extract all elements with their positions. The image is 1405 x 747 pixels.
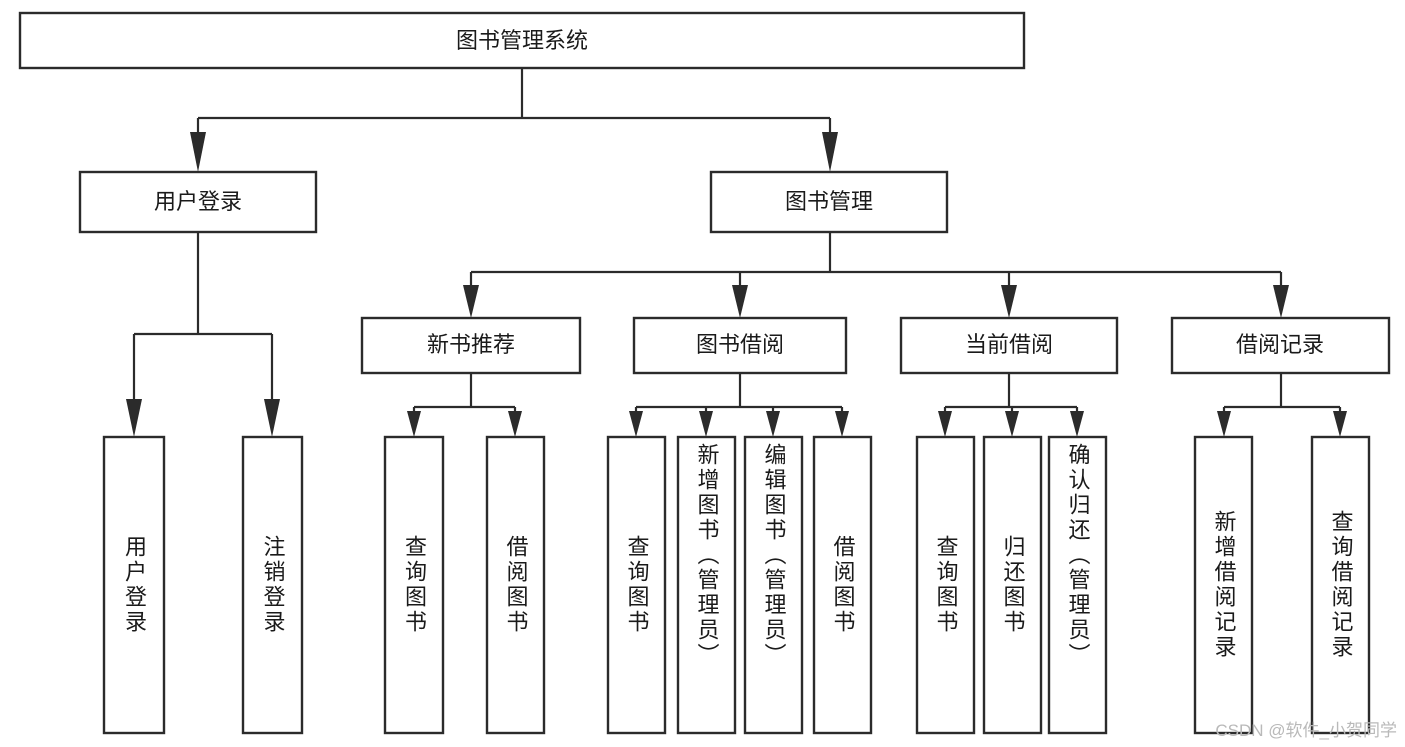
- leaf-box-query-book-2[interactable]: [606, 435, 667, 735]
- arrow-head-leaf-add-record: [1217, 411, 1231, 437]
- leaf-box-add-record[interactable]: [1193, 435, 1254, 735]
- node-current-borrowing[interactable]: 当前借阅: [899, 316, 1119, 375]
- leaf-box-borrow-book-2[interactable]: [812, 435, 873, 735]
- arrow-head-leaf-return-book: [1005, 411, 1019, 437]
- leaf-box-query-book-3[interactable]: [915, 435, 976, 735]
- arrow-head-leaf-add-book: [699, 411, 713, 437]
- node-book-management-label: 图书管理: [785, 189, 873, 214]
- node-book-management[interactable]: 图书管理: [709, 170, 949, 234]
- node-user-login-label: 用户登录: [154, 189, 242, 214]
- node-layer: 图书管理系统 用户登录 图书管理 新书推荐 图书借阅: [18, 11, 1391, 735]
- node-user-login[interactable]: 用户登录: [78, 170, 318, 234]
- arrow-head-borrow-record: [1273, 285, 1289, 318]
- watermark-text: CSDN @软件_小贺同学: [1215, 721, 1397, 740]
- arrow-head-current-borrow: [1001, 285, 1017, 318]
- leaf-box-user-login[interactable]: [102, 435, 166, 735]
- arrow-head-leaf-logout: [264, 399, 280, 437]
- arrow-head-leaf-query-record: [1333, 411, 1347, 437]
- arrow-head-leaf-borrow-book-2: [835, 411, 849, 437]
- leaf-box-query-record[interactable]: [1310, 435, 1371, 735]
- node-book-borrowing-label: 图书借阅: [696, 332, 784, 357]
- arrow-head-leaf-confirm-return: [1070, 411, 1084, 437]
- arrow-head-new-book-rec: [463, 285, 479, 318]
- arrow-head-leaf-edit-book: [766, 411, 780, 437]
- node-borrowing-record-label: 借阅记录: [1236, 332, 1324, 357]
- arrow-head-book-mgmt: [822, 132, 838, 172]
- node-new-book-recommendation[interactable]: 新书推荐: [360, 316, 582, 375]
- arrow-head-user-login: [190, 132, 206, 172]
- leaf-box-query-book-1[interactable]: [383, 435, 445, 735]
- arrow-head-leaf-query-book-3: [938, 411, 952, 437]
- arrow-head-leaf-query-book-1: [407, 411, 421, 437]
- arrow-head-book-borrow: [732, 285, 748, 318]
- arrow-head-leaf-user-login: [126, 399, 142, 437]
- leaf-box-logout[interactable]: [241, 435, 304, 735]
- node-current-borrowing-label: 当前借阅: [965, 332, 1053, 357]
- leaf-box-edit-book-admin[interactable]: [743, 435, 804, 735]
- node-book-borrowing[interactable]: 图书借阅: [632, 316, 848, 375]
- leaf-box-borrow-book-1[interactable]: [485, 435, 546, 735]
- node-root-label: 图书管理系统: [456, 28, 588, 53]
- arrow-head-leaf-query-book-2: [629, 411, 643, 437]
- node-root-book-management-system[interactable]: 图书管理系统: [18, 11, 1026, 70]
- arrow-head-leaf-borrow-book-1: [508, 411, 522, 437]
- leaf-box-add-book-admin[interactable]: [676, 435, 737, 735]
- leaf-box-return-book[interactable]: [982, 435, 1043, 735]
- leaf-box-confirm-return[interactable]: [1047, 435, 1108, 735]
- node-borrowing-record[interactable]: 借阅记录: [1170, 316, 1391, 375]
- connector-layer: [126, 68, 1347, 437]
- node-new-book-recommendation-label: 新书推荐: [427, 332, 515, 357]
